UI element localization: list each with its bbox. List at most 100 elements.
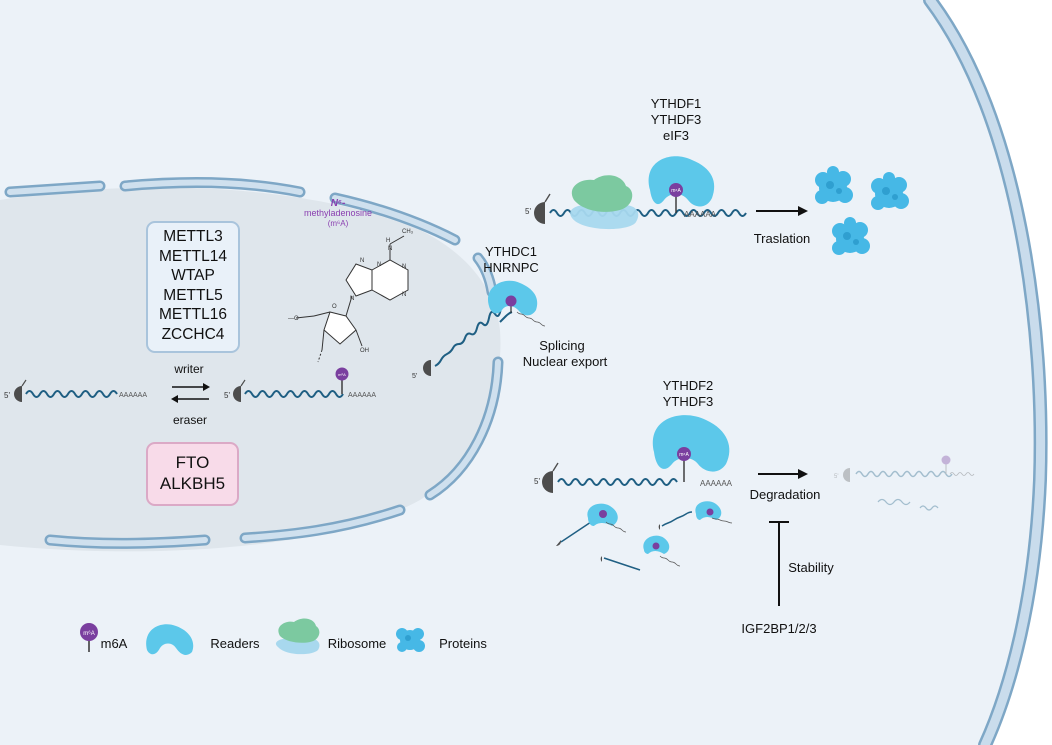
reader-icon	[648, 156, 715, 207]
svg-text:N⁶-: N⁶-	[331, 198, 346, 209]
stability-inhibitor	[769, 521, 789, 606]
m6a-mark-icon	[335, 367, 349, 381]
svg-text:Readers: Readers	[210, 636, 260, 651]
legend-readers: Readers	[146, 624, 260, 655]
svg-text:Proteins: Proteins	[439, 636, 487, 651]
m6a-mark-icon	[669, 183, 683, 197]
translation-label: Traslation	[754, 231, 811, 246]
five-prime-label: 5'	[4, 391, 10, 400]
ribosome-icon	[570, 175, 639, 230]
unmethylated-rna: 5' AAAAAA	[4, 379, 147, 402]
svg-text:YTHDF1: YTHDF1	[651, 96, 702, 111]
degraded-rna: 5'	[834, 455, 975, 511]
cap-icon	[423, 360, 431, 376]
svg-text:eIF3: eIF3	[663, 128, 689, 143]
reader-icon	[146, 624, 194, 655]
svg-text:O: O	[332, 304, 337, 310]
translation-rna: 5' AAAAAA m⁶A	[525, 156, 747, 230]
methyladenosine-structure-icon	[295, 235, 409, 363]
proteins	[815, 166, 909, 255]
poly-a-tail: AAAAAA	[684, 210, 717, 219]
svg-text:H: H	[386, 238, 390, 244]
svg-text:N: N	[402, 264, 406, 270]
writer-label: writer	[173, 362, 203, 376]
legend-ribosome: Ribosome	[275, 618, 387, 655]
cap-icon	[534, 202, 545, 224]
svg-text:(m⁶A): (m⁶A)	[328, 219, 349, 228]
m6a-mark-icon	[505, 295, 517, 307]
nuclear-envelope	[4, 177, 504, 549]
svg-text:—O: —O	[288, 316, 299, 322]
degradation-label: Degradation	[750, 487, 821, 502]
reader-icon	[652, 415, 730, 472]
five-prime-label: 5'	[534, 477, 540, 486]
m6a-mark-icon	[80, 623, 98, 641]
svg-text:Ribosome: Ribosome	[328, 636, 387, 651]
molecule-atom-labels: H N CH₃ N N N N N O OH —O	[288, 229, 414, 354]
legend-proteins: Proteins	[396, 628, 487, 652]
degradation-arrow	[758, 469, 808, 479]
writer-item: METTL3	[163, 228, 223, 245]
svg-text:OH: OH	[360, 348, 369, 354]
eraser-item: FTO	[175, 453, 210, 472]
svg-text:N: N	[350, 296, 354, 302]
svg-text:HNRNPC: HNRNPC	[483, 260, 539, 275]
protein-icon	[832, 217, 870, 255]
degradation-readers: YTHDF2 YTHDF3	[663, 378, 714, 409]
writer-eraser-arrows: writer eraser	[171, 362, 210, 427]
svg-text:CH₃: CH₃	[402, 229, 414, 235]
svg-text:N: N	[402, 292, 406, 298]
writer-item: METTL5	[163, 286, 223, 304]
svg-text:m⁶A: m⁶A	[83, 630, 94, 637]
svg-text:N: N	[377, 262, 381, 268]
svg-text:m⁶A: m⁶A	[338, 372, 346, 377]
translation-arrow	[756, 206, 808, 216]
svg-text:YTHDF3: YTHDF3	[651, 112, 702, 127]
eraser-label: eraser	[173, 413, 207, 427]
svg-text:YTHDF3: YTHDF3	[663, 394, 714, 409]
svg-text:N: N	[360, 258, 364, 264]
five-prime-label: 5'	[412, 373, 417, 380]
ythdc-readers: YTHDC1 HNRNPC	[483, 244, 539, 275]
svg-text:m6A: m6A	[101, 636, 128, 651]
writer-item: METTL16	[158, 306, 228, 323]
nuclear-export-rna: 5'	[412, 280, 546, 380]
cap-icon	[233, 386, 241, 402]
writer-item: METTL14	[158, 247, 228, 265]
svg-text:Splicing: Splicing	[539, 338, 585, 353]
degradation-rna: 5' AAAAAA m⁶A	[534, 415, 733, 493]
cap-icon	[542, 471, 553, 493]
methylated-rna: 5' m⁶A AAAAAA	[224, 367, 376, 402]
legend-m6a: m⁶A m6A	[80, 623, 128, 652]
five-prime-label: 5'	[525, 207, 531, 216]
five-prime-label: 5'	[224, 391, 230, 400]
svg-text:Nuclear export: Nuclear export	[523, 354, 608, 369]
igf2bp-label: IGF2BP1/2/3	[741, 621, 816, 636]
svg-text:N: N	[388, 246, 392, 252]
degrading-transcripts	[556, 501, 733, 571]
eraser-item: ALKBH5	[159, 474, 226, 493]
svg-text:5': 5'	[834, 474, 838, 480]
cell-membrane	[923, 0, 1048, 745]
poly-a-tail: AAAAAA	[700, 479, 733, 488]
cap-icon	[14, 386, 22, 402]
svg-text:methyladenosine: methyladenosine	[304, 208, 372, 218]
svg-text:m⁶A: m⁶A	[679, 452, 689, 458]
stability-label: Stability	[788, 560, 834, 575]
export-labels: Splicing Nuclear export	[523, 338, 608, 369]
poly-a-tail: AAAAAA	[348, 392, 376, 399]
legend: m⁶A m6A Readers Ribosome Proteins	[80, 618, 487, 655]
poly-a-tail: AAAAAA	[119, 392, 147, 399]
molecule-title: N⁶- methyladenosine (m⁶A)	[304, 198, 372, 228]
svg-text:YTHDF2: YTHDF2	[663, 378, 714, 393]
protein-icon	[815, 166, 853, 204]
svg-text:YTHDC1: YTHDC1	[485, 244, 537, 259]
protein-icon	[396, 628, 425, 652]
writer-item: ZCCHC4	[161, 325, 225, 343]
protein-icon	[871, 172, 909, 210]
erasers-box: FTO ALKBH5	[146, 442, 239, 506]
writer-item: WTAP	[171, 267, 215, 284]
m6a-mark-icon	[677, 447, 691, 461]
writers-box: METTL3 METTL14 WTAP METTL5 METTL16 ZCCHC…	[146, 221, 240, 353]
